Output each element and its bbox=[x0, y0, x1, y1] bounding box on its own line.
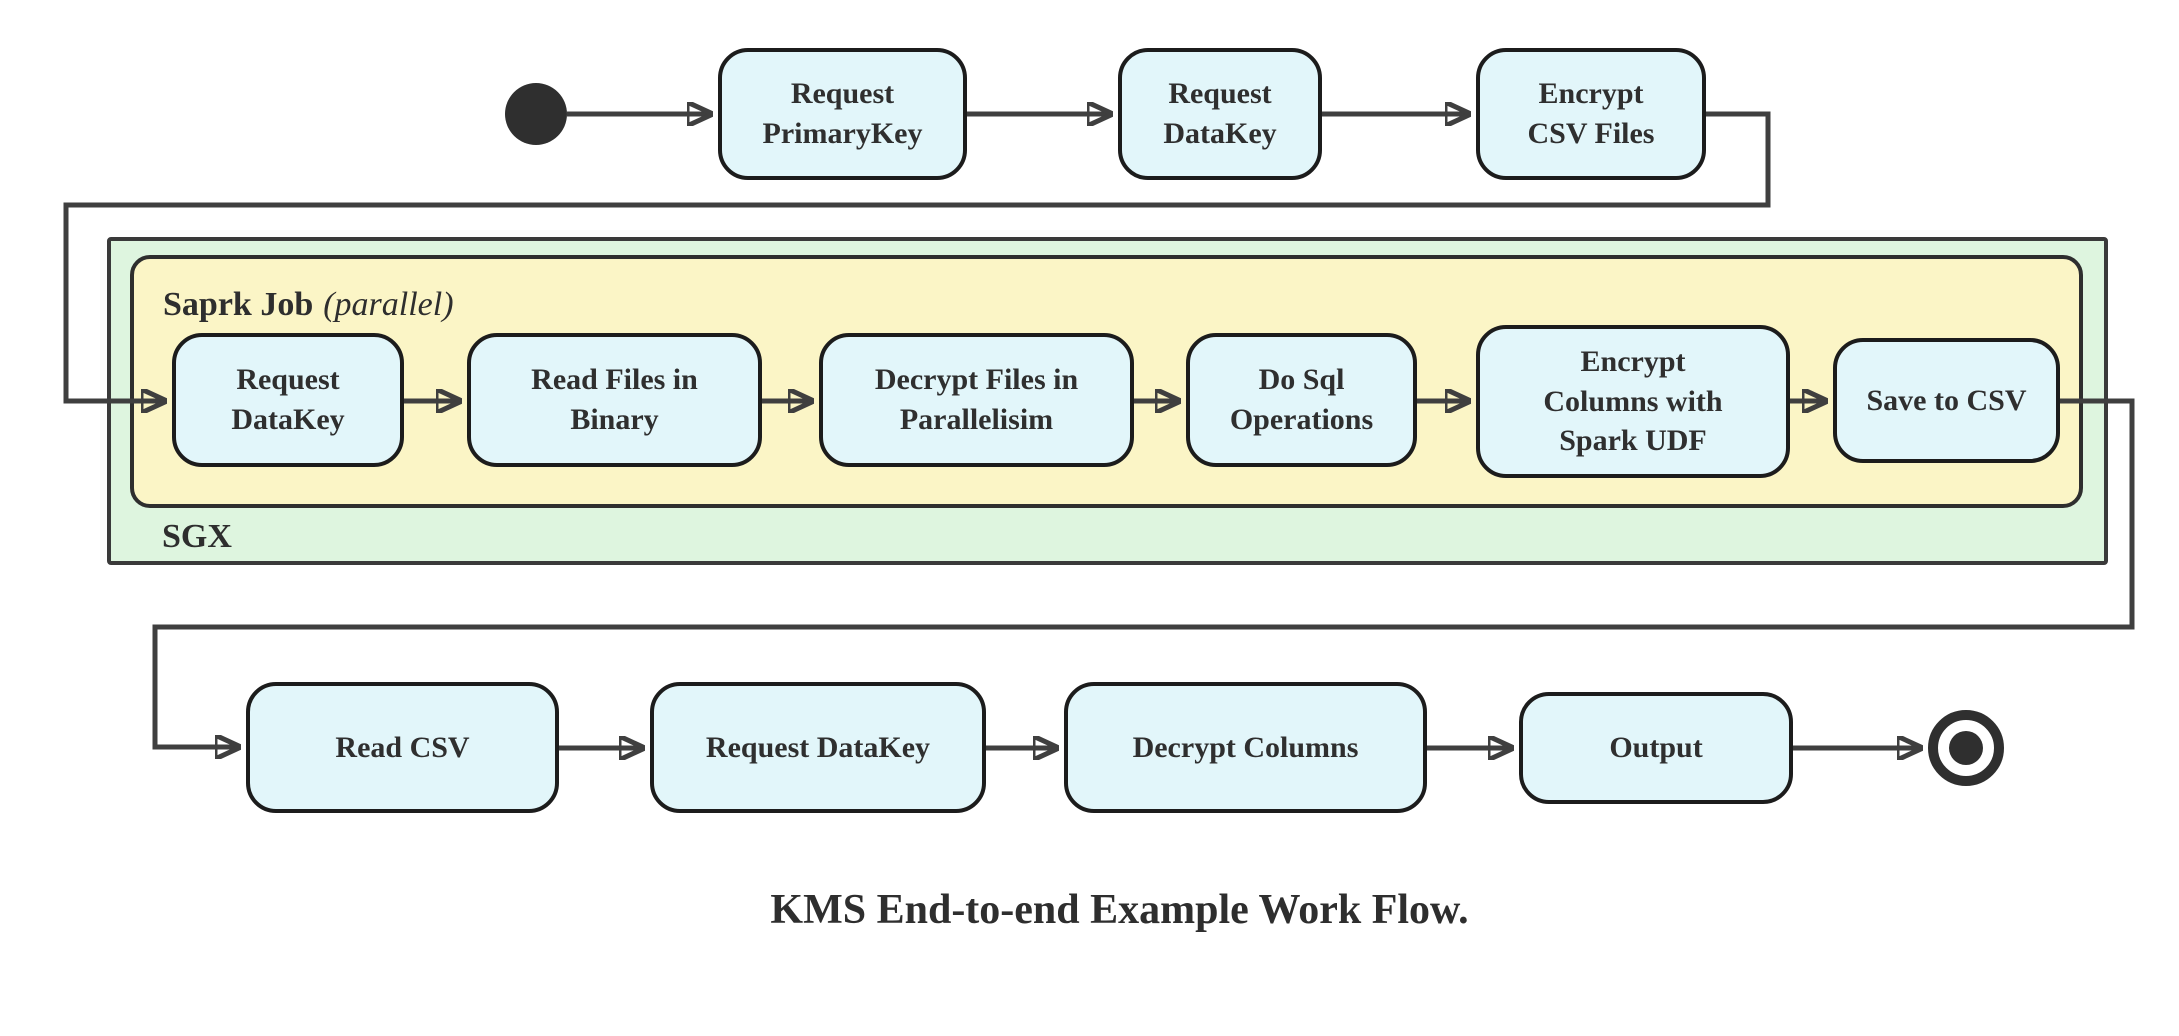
node-read-csv: Read CSV bbox=[246, 682, 559, 813]
node-do-sql-operations: Do Sql Operations bbox=[1186, 333, 1417, 467]
node-request-datakey-top: Request DataKey bbox=[1118, 48, 1322, 180]
spark-job-label: Saprk Job(parallel) bbox=[163, 286, 454, 324]
end-state-icon bbox=[1928, 710, 2004, 786]
start-state-icon bbox=[505, 83, 567, 145]
diagram-caption: KMS End-to-end Example Work Flow. bbox=[770, 887, 1469, 933]
node-request-primarykey: Request PrimaryKey bbox=[718, 48, 967, 180]
node-decrypt-columns: Decrypt Columns bbox=[1064, 682, 1427, 813]
end-state-inner-dot bbox=[1949, 731, 1983, 765]
node-save-to-csv: Save to CSV bbox=[1833, 338, 2060, 463]
node-encrypt-columns-with-spark-udf: Encrypt Columns with Spark UDF bbox=[1476, 325, 1790, 478]
node-read-files-in-binary: Read Files in Binary bbox=[467, 333, 762, 467]
node-sgx-request-datakey: Request DataKey bbox=[172, 333, 404, 467]
node-output: Output bbox=[1519, 692, 1793, 804]
spark-job-title: Saprk Job bbox=[163, 286, 314, 323]
node-encrypt-csv-files: Encrypt CSV Files bbox=[1476, 48, 1706, 180]
spark-job-parallel-tag: (parallel) bbox=[323, 286, 454, 323]
node-decrypt-files-in-parallelisim: Decrypt Files in Parallelisim bbox=[819, 333, 1134, 467]
sgx-label: SGX bbox=[162, 518, 232, 555]
node-request-datakey-bottom: Request DataKey bbox=[650, 682, 986, 813]
